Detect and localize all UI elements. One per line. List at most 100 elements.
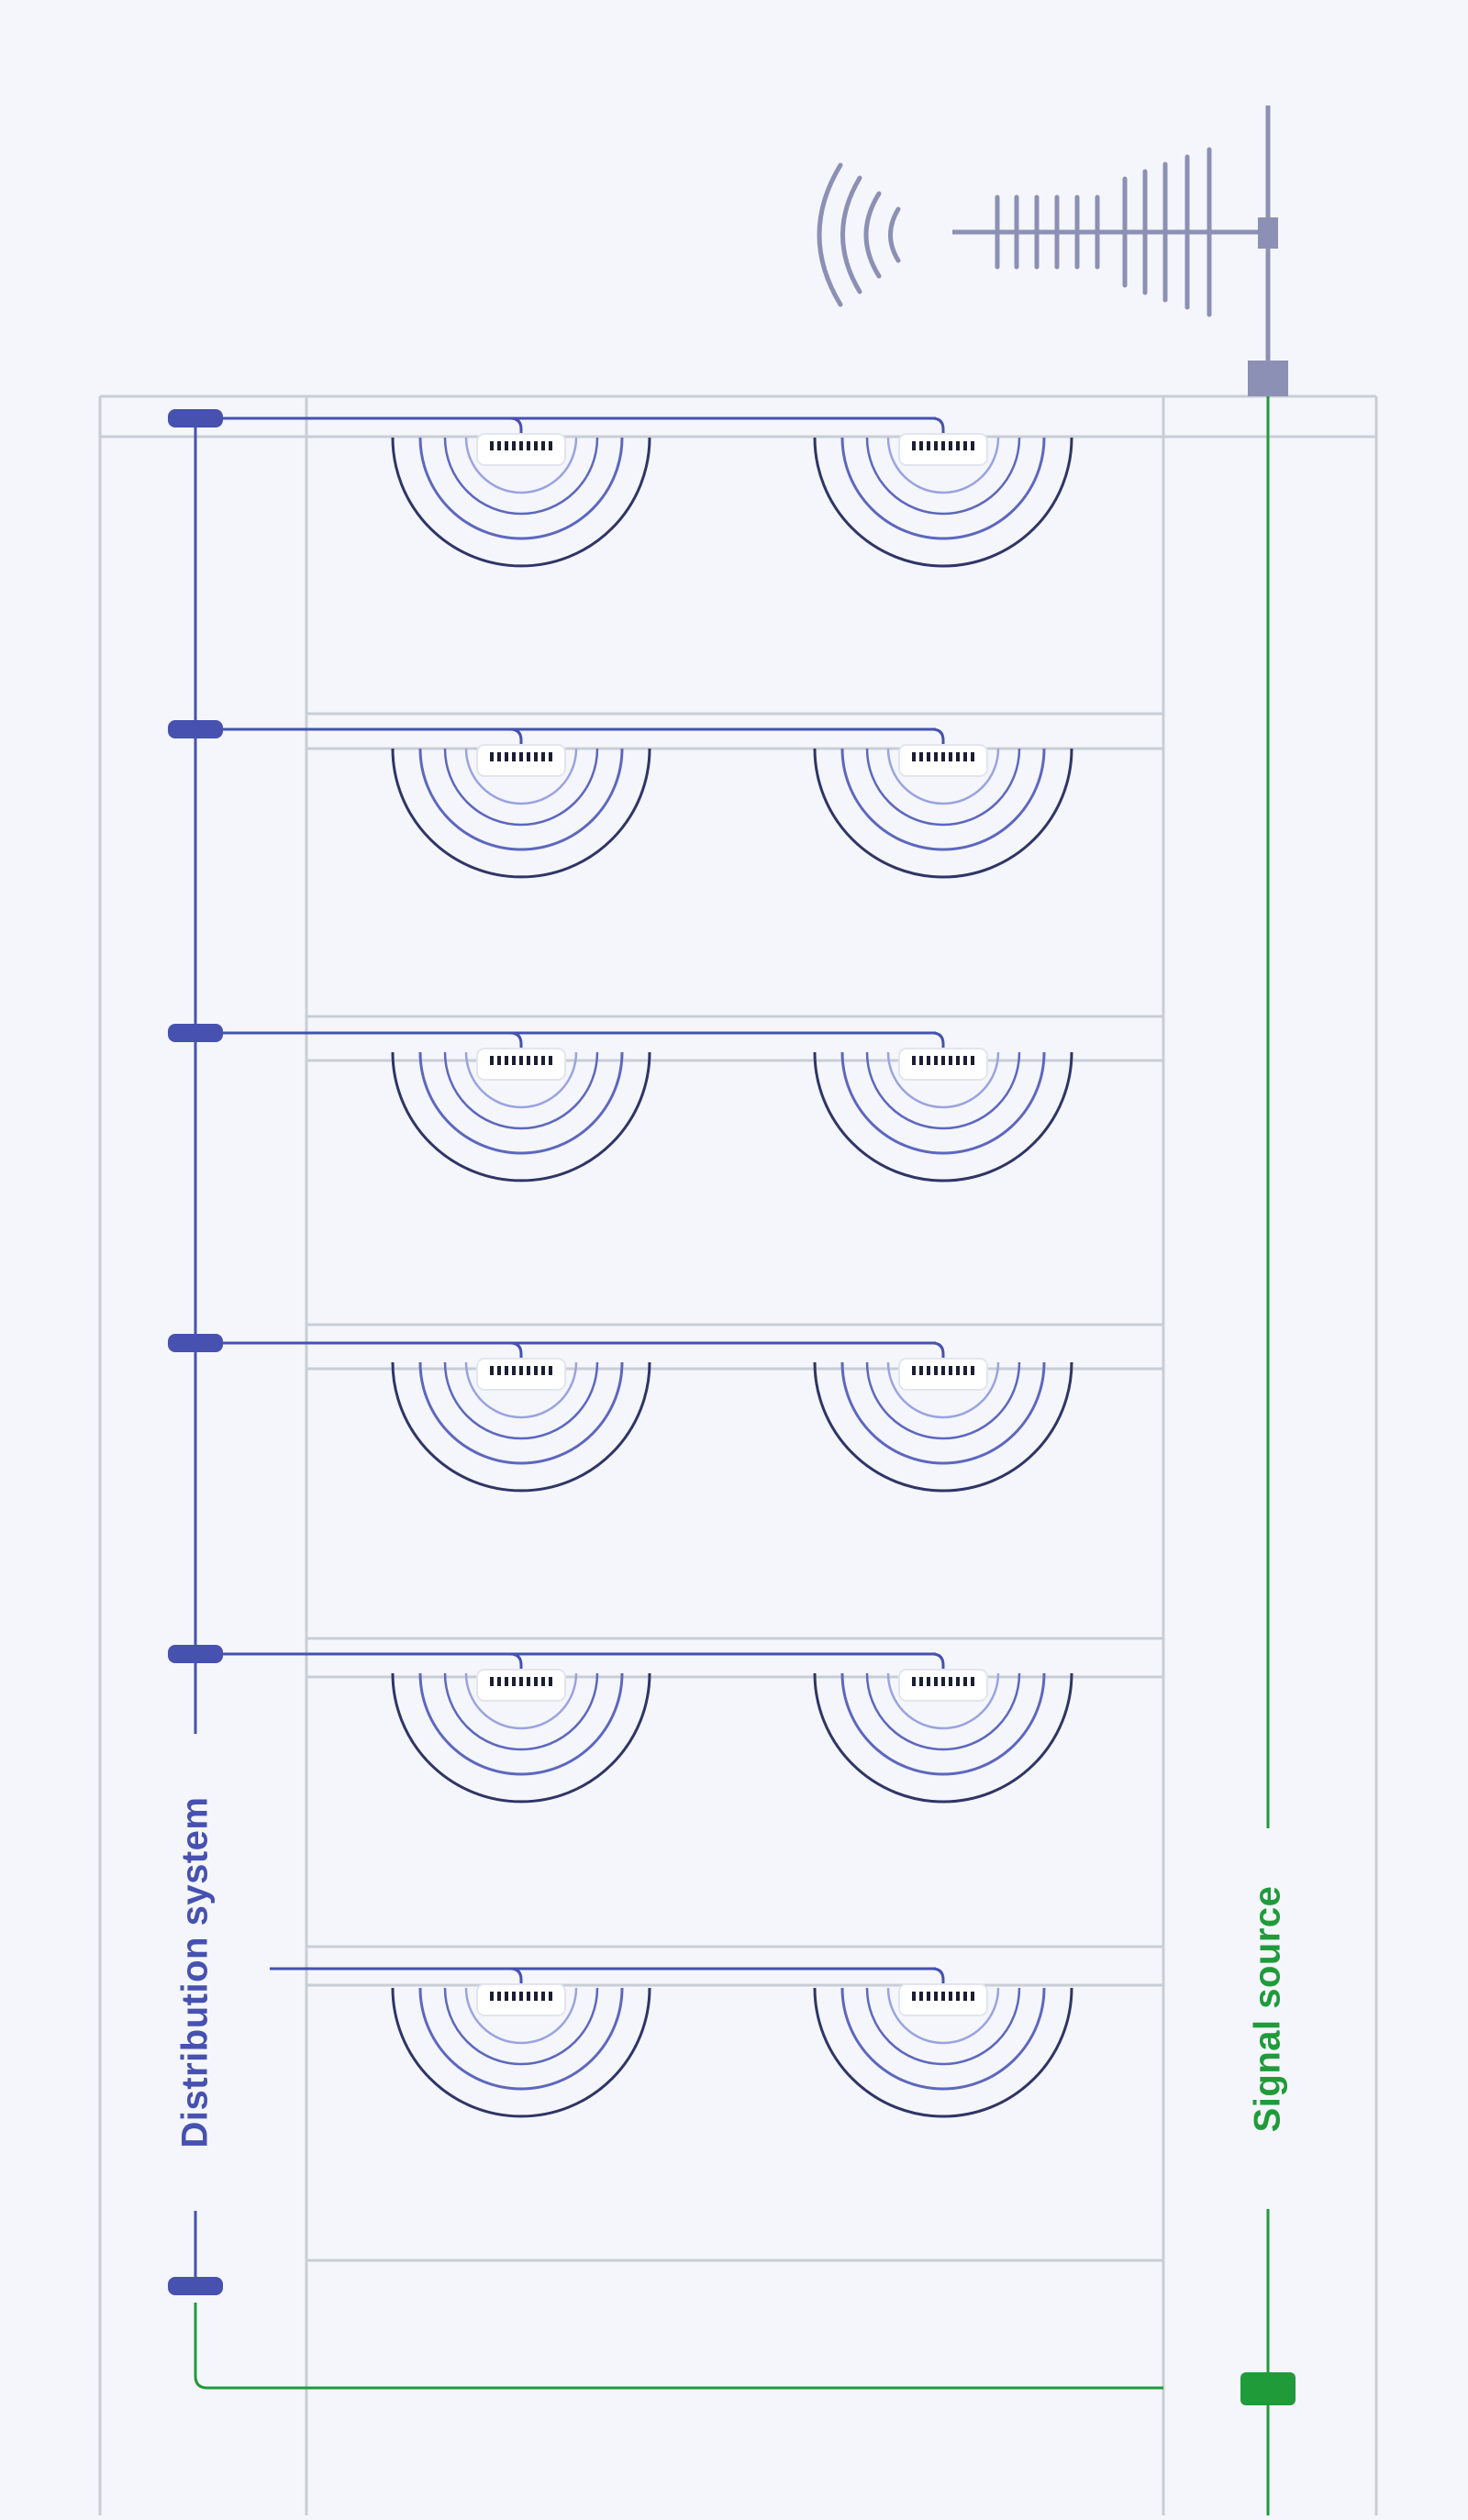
- antenna-drop-cable: [931, 1652, 945, 1676]
- antenna-vent: [927, 752, 930, 761]
- antenna-vent: [934, 1056, 938, 1065]
- coverage-ring: [443, 1672, 599, 1751]
- antenna-drop-cable: [509, 1652, 523, 1676]
- coverage-ring: [865, 437, 1021, 516]
- coverage-ring: [443, 748, 599, 827]
- coverage-ring: [391, 1672, 651, 1804]
- antenna-vent: [505, 1677, 508, 1686]
- antenna-vent: [490, 1366, 494, 1375]
- coverage-ring: [840, 1672, 1046, 1776]
- signal-feed-line: [194, 2303, 1163, 2390]
- antenna-vent: [519, 1992, 523, 2001]
- coverage-ring: [391, 1051, 651, 1182]
- antenna-vent: [919, 1677, 923, 1686]
- antenna-vent: [941, 1056, 945, 1065]
- antenna-vent: [949, 1366, 952, 1375]
- coverage-ring: [813, 1987, 1073, 2118]
- antenna-drop-cable: [931, 1031, 945, 1055]
- coverage-ring: [886, 748, 1000, 805]
- antenna-vent: [934, 1366, 938, 1375]
- antenna-mount: [1258, 217, 1278, 249]
- antenna-drop-cable: [509, 416, 523, 440]
- antenna-vent: [919, 1366, 923, 1375]
- antenna-vent: [956, 1992, 960, 2001]
- antenna-vent: [534, 1677, 538, 1686]
- signal-source-cabling: [194, 396, 1270, 2515]
- antenna-drop-cable: [931, 727, 945, 751]
- antenna-vent: [505, 1056, 508, 1065]
- antenna-drop-cable: [509, 1967, 523, 1991]
- antenna-vent: [549, 752, 552, 761]
- antenna-vent: [934, 441, 938, 450]
- splitter-node-icon: [168, 720, 223, 738]
- antenna-vent: [927, 441, 930, 450]
- ceiling-antenna-icon: [813, 1048, 1073, 1182]
- antenna-vent: [956, 752, 960, 761]
- coverage-ring: [886, 1672, 1000, 1730]
- antenna-drop-cable: [931, 1967, 945, 1991]
- ceiling-antenna-icon: [391, 744, 651, 879]
- antenna-vent: [505, 1992, 508, 2001]
- coverage-ring: [443, 1051, 599, 1130]
- antenna-vent: [912, 1366, 916, 1375]
- antenna-vent: [527, 1677, 530, 1686]
- ceiling-antenna-icon: [391, 1983, 651, 2118]
- antenna-vent: [919, 1056, 923, 1065]
- antenna-vent: [971, 752, 974, 761]
- coverage-ring: [418, 1051, 624, 1155]
- antenna-drop-cable: [931, 1341, 945, 1365]
- antenna-vent: [941, 1992, 945, 2001]
- splitter-node-icon: [168, 1024, 223, 1042]
- antenna-vent: [512, 1992, 516, 2001]
- antenna-vent: [941, 1366, 945, 1375]
- ceiling-antenna-icon: [813, 1669, 1073, 1804]
- coverage-ring: [813, 1672, 1073, 1804]
- antenna-vent: [527, 1992, 530, 2001]
- antenna-vent: [519, 1056, 523, 1065]
- antenna-vent: [912, 441, 916, 450]
- antenna-drop-cable: [509, 1031, 523, 1055]
- antenna-vent: [941, 752, 945, 761]
- antenna-vent: [912, 1677, 916, 1686]
- coverage-ring: [840, 1361, 1046, 1465]
- signal-source-label: Signal source: [1247, 1885, 1288, 2133]
- antenna-vent: [956, 1677, 960, 1686]
- antenna-vent: [963, 441, 967, 450]
- coverage-ring: [418, 437, 624, 540]
- antenna-vent: [527, 752, 530, 761]
- coverage-ring: [391, 1987, 651, 2118]
- antenna-vent: [534, 1056, 538, 1065]
- coverage-ring: [464, 437, 578, 494]
- ceiling-antenna-icon: [391, 433, 651, 568]
- ceiling-antennas: [391, 433, 1073, 2118]
- antenna-vent: [963, 1366, 967, 1375]
- antenna-vent: [497, 1992, 501, 2001]
- antenna-vent: [949, 1992, 952, 2001]
- ceiling-antenna-icon: [813, 744, 1073, 879]
- antenna-vent: [505, 752, 508, 761]
- antenna-vent: [519, 441, 523, 450]
- coverage-ring: [886, 1051, 1000, 1109]
- antenna-vent: [490, 1992, 494, 2001]
- radio-waves-icon: [817, 162, 901, 307]
- coverage-ring: [865, 1051, 1021, 1130]
- antenna-vent: [927, 1366, 930, 1375]
- antenna-vent: [934, 1677, 938, 1686]
- antenna-vent: [971, 1677, 974, 1686]
- antenna-vent: [519, 1677, 523, 1686]
- coverage-ring: [813, 1051, 1073, 1182]
- coverage-ring: [886, 437, 1000, 494]
- coverage-ring: [464, 1051, 578, 1109]
- antenna-drop-cable: [509, 727, 523, 751]
- antenna-vent: [549, 1366, 552, 1375]
- antenna-vent: [919, 1992, 923, 2001]
- antenna-vent: [971, 1366, 974, 1375]
- antenna-vent: [541, 1677, 545, 1686]
- antenna-vent: [963, 1677, 967, 1686]
- ceiling-antenna-icon: [813, 433, 1073, 568]
- antenna-drop-cable: [509, 1341, 523, 1365]
- antenna-vent: [490, 1677, 494, 1686]
- antenna-vent: [505, 441, 508, 450]
- coverage-ring: [813, 1361, 1073, 1493]
- antenna-vent: [971, 1992, 974, 2001]
